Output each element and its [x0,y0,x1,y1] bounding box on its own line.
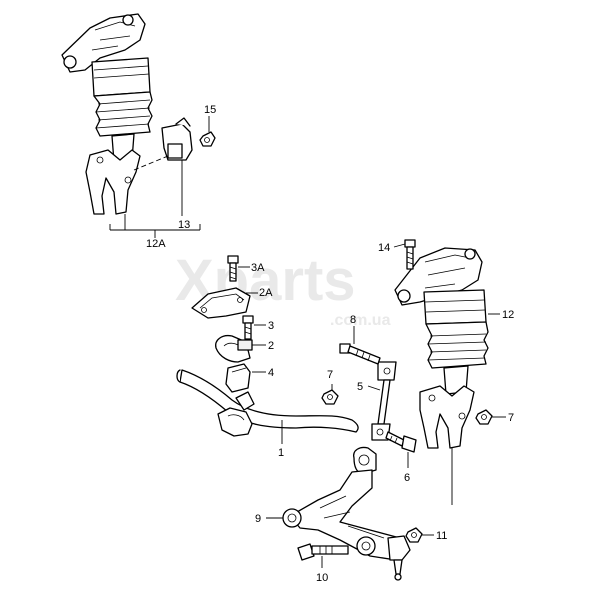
callout-10: 10 [316,572,328,584]
bracket-2a [191,287,258,319]
stabilizer-bar-1 [176,369,359,444]
callout-15: 15 [204,104,216,116]
callout-6: 6 [404,472,410,484]
air-strut-12a [61,13,153,215]
bolt-6 [385,431,417,468]
callout-7-right: 7 [508,412,514,424]
bushing-4 [225,363,266,393]
callout-3: 3 [268,320,274,332]
nut-7-right [475,409,506,425]
nut-15 [199,116,216,147]
callout-5: 5 [357,381,363,393]
watermark-sub: .com.ua [330,312,391,329]
bolt-3a [227,255,250,282]
bracket-12a [109,224,201,238]
callout-2: 2 [268,340,274,352]
callout-14: 14 [378,242,390,254]
callout-12a: 12A [146,238,166,250]
callout-12: 12 [502,309,514,321]
bolt-3 [242,315,266,340]
callout-7-left: 7 [327,369,333,381]
bolt-14 [393,239,416,270]
bar-clamp-lower [217,391,255,437]
coupling-rod-5 [367,361,397,441]
bolt-8 [339,326,381,365]
callout-2a: 2A [259,287,273,299]
nut-11 [405,527,434,543]
nut-7-left [321,384,339,405]
callout-4: 4 [268,367,274,379]
air-strut-12 [394,247,489,505]
wishbone-9 [266,446,411,581]
bolt-10 [297,543,349,568]
callout-8: 8 [350,314,356,326]
bushing-2 [215,334,266,363]
callout-3a: 3A [251,262,265,274]
callout-11: 11 [436,530,447,542]
callout-1: 1 [278,447,284,459]
callout-13: 13 [178,219,190,231]
height-sensor-13 [133,117,193,171]
callout-9: 9 [255,513,261,525]
